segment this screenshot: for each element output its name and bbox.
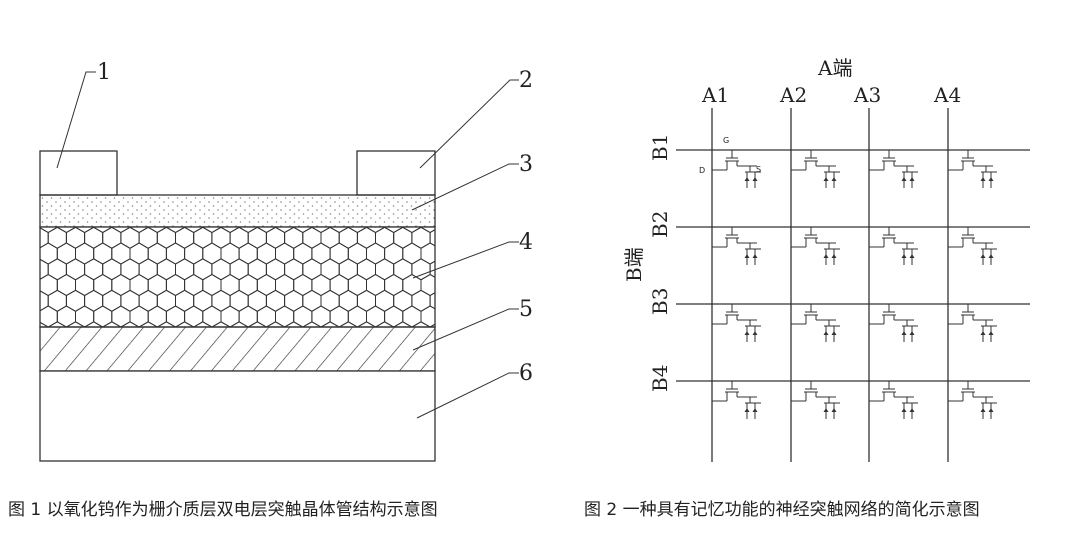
label-4: 4 <box>519 230 533 255</box>
drain-pin-label: D <box>699 166 705 175</box>
transistor-cell <box>869 150 918 188</box>
hexagon-cell <box>411 321 431 327</box>
hexagon-pattern <box>21 212 457 327</box>
synapse-network-diagram: A端 B端 A1 A2 A3 A4 B1 B2 B3 B4 G D S <box>622 56 1030 462</box>
transistor-structure-diagram: 1 2 3 4 5 6 <box>21 60 533 462</box>
crossbar-grid <box>676 108 1030 462</box>
column-label-a1: A1 <box>701 83 729 107</box>
figure2-caption: 图 2 一种具有记忆功能的神经突触网络的简化示意图 <box>584 500 980 520</box>
label-5: 5 <box>519 297 533 322</box>
hexagon-cell <box>47 321 67 327</box>
hexagon-cell <box>247 321 267 327</box>
electrode-left <box>39 150 118 196</box>
transistor-cell <box>948 381 997 419</box>
gate-pin-label: G <box>723 136 729 145</box>
hexagon-cell <box>439 275 457 296</box>
leader-1 <box>56 71 96 169</box>
transistor-cells <box>712 150 997 419</box>
row-label-b4: B4 <box>648 365 672 392</box>
hexagon-cell <box>21 243 39 264</box>
transistor-cell <box>948 227 997 265</box>
transistor-cell <box>791 304 840 342</box>
hexagon-cell <box>84 321 104 327</box>
column-label-a4: A4 <box>933 83 961 107</box>
label-1: 1 <box>97 60 111 85</box>
hexagon-cell <box>193 321 213 327</box>
hexagon-cell <box>302 321 322 327</box>
hexagon-cell <box>156 321 176 327</box>
hexagon-cell <box>284 321 304 327</box>
transistor-cell <box>712 150 761 188</box>
hexagon-cell <box>439 306 457 327</box>
transistor-cell <box>712 304 761 342</box>
column-label-a3: A3 <box>853 83 881 107</box>
leader-2 <box>419 79 519 169</box>
hexagon-cell <box>439 243 457 264</box>
hexagon-cell <box>338 321 358 327</box>
hexagon-cell <box>265 321 286 327</box>
hexagon-cell <box>120 321 140 327</box>
row-label-b1: B1 <box>648 134 672 161</box>
transistor-cell <box>948 304 997 342</box>
electrode-right <box>356 150 436 196</box>
transistor-cell <box>869 304 918 342</box>
transistor-cell <box>791 227 840 265</box>
label-6: 6 <box>519 361 533 386</box>
transistor-cell <box>869 227 918 265</box>
row-label-b3: B3 <box>648 288 672 315</box>
figure1-caption: 图 1 以氧化钨作为栅介质层双电层突触晶体管结构示意图 <box>8 500 438 520</box>
transistor-cell <box>869 381 918 419</box>
a-terminal-label: A端 <box>817 56 852 80</box>
b-terminal-label: B端 <box>622 247 646 282</box>
label-2: 2 <box>519 68 533 93</box>
column-label-a2: A2 <box>779 83 807 107</box>
transistor-cell <box>712 381 761 419</box>
transistor-cell <box>791 381 840 419</box>
leader-4 <box>412 241 519 279</box>
hexagon-cell <box>320 321 340 327</box>
row-label-b2: B2 <box>648 211 672 238</box>
transistor-cell <box>948 150 997 188</box>
hexagon-cell <box>439 212 457 233</box>
transistor-cell <box>791 150 840 188</box>
hexagon-cell <box>393 321 413 327</box>
transistor-cell <box>712 227 761 265</box>
hexagon-cell <box>356 321 376 327</box>
hexagon-cell <box>21 306 39 327</box>
hexagon-cell <box>138 321 158 327</box>
leader-6 <box>416 372 519 419</box>
hexagon-cell <box>21 212 39 233</box>
hexagon-cell <box>229 321 249 327</box>
hexagon-cell <box>211 321 231 327</box>
dielectric-layer <box>39 194 436 228</box>
hexagon-cell <box>375 321 395 327</box>
substrate-layer <box>39 370 436 462</box>
source-pin-label: S <box>756 165 761 174</box>
label-3: 3 <box>519 152 533 177</box>
hatched-layer <box>39 326 436 372</box>
leader-5 <box>412 308 519 351</box>
hexagon-cell <box>65 321 86 327</box>
hexagon-cell <box>102 321 122 327</box>
leader-3 <box>411 163 519 211</box>
hexagon-cell <box>175 321 195 327</box>
hexagon-cell <box>21 275 39 296</box>
